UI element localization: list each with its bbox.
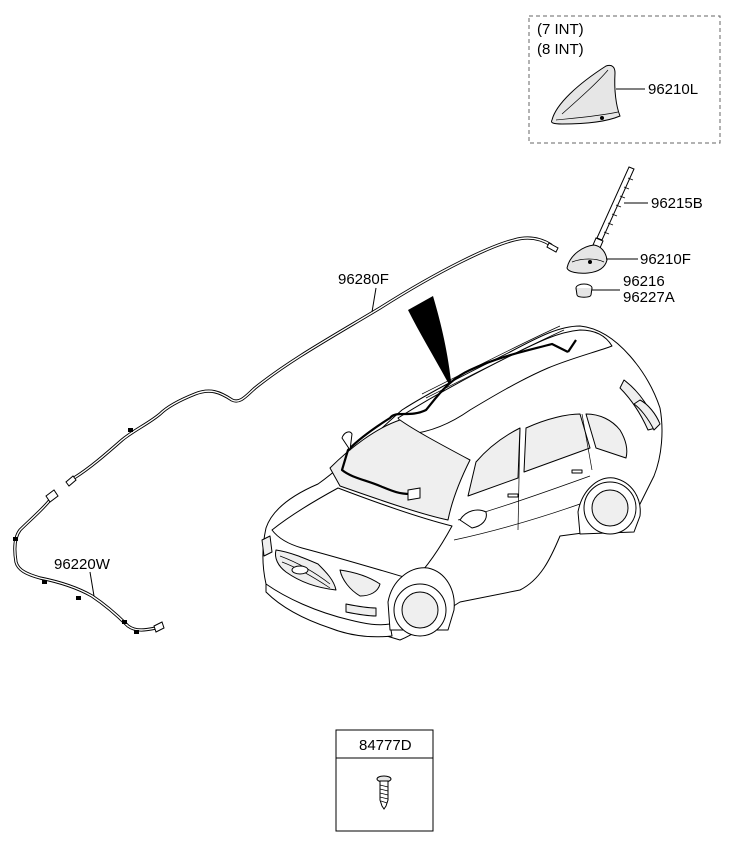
roof-cable: 96280F [65, 236, 559, 487]
antenna-base: 96210F [566, 244, 691, 274]
label-84777D: 84777D [359, 737, 412, 754]
label-96280F: 96280F [338, 271, 389, 288]
shark-fin-antenna: 96210L [551, 64, 698, 125]
label-96216: 96216 [623, 273, 665, 290]
antenna-pole: 96215B [592, 166, 703, 249]
screw-icon [376, 775, 392, 810]
antenna-grommet: 96216 96227A [575, 273, 675, 306]
location-pointer [408, 296, 452, 390]
label-96215B: 96215B [651, 195, 703, 212]
suv-vehicle-illustration [261, 325, 663, 641]
variant-label-7int: (7 INT) [537, 21, 584, 38]
label-96220W: 96220W [54, 556, 111, 573]
variant-label-8int: (8 INT) [537, 41, 584, 58]
label-96210F: 96210F [640, 251, 691, 268]
screw-part-box: 84777D [335, 729, 434, 832]
main-cable: 96220W [13, 489, 165, 634]
label-96210L: 96210L [648, 81, 698, 98]
variant-box: (7 INT) (8 INT) [528, 15, 721, 144]
label-96227A: 96227A [623, 289, 675, 306]
